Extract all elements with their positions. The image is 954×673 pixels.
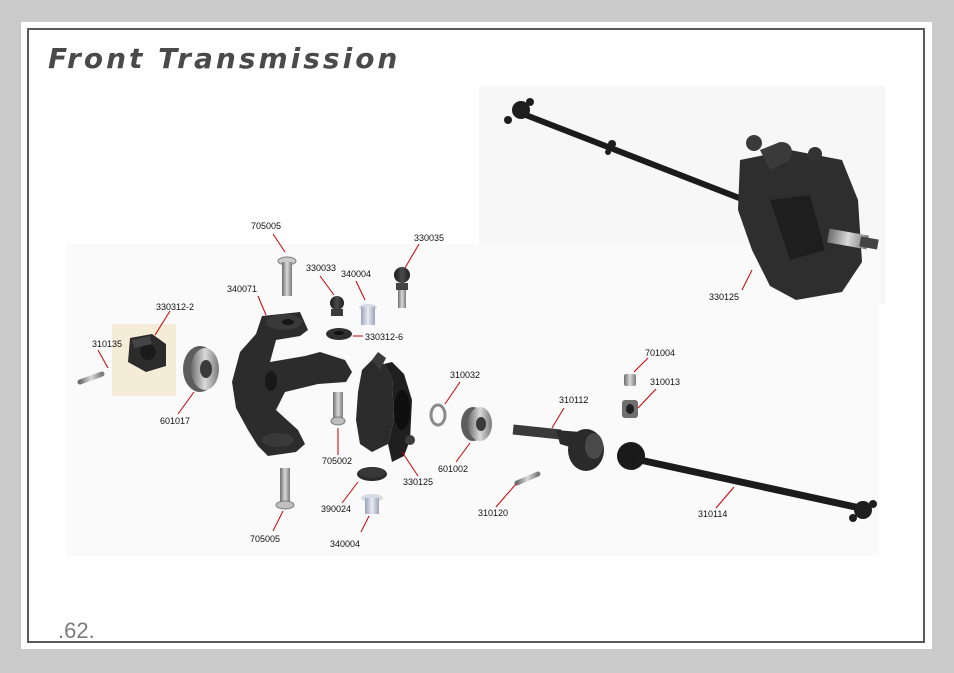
leader-310114 [715, 486, 735, 509]
leader-390024 [341, 481, 359, 504]
leader-310120 [495, 483, 517, 508]
leader-705005-bottom [272, 510, 284, 532]
leader-330125-top [741, 269, 753, 291]
part-label-310120: 310120 [478, 508, 508, 518]
leader-601017 [177, 391, 195, 415]
part-label-705005-top: 705005 [251, 221, 281, 231]
part-label-330125-top: 330125 [709, 292, 739, 302]
leader-330035 [404, 243, 420, 269]
part-label-340004-top: 340004 [341, 269, 371, 279]
axle-310112 [512, 424, 604, 471]
part-label-601017: 601017 [160, 416, 190, 426]
bearing-601017 [183, 346, 219, 392]
grub-screw-701004 [624, 374, 636, 386]
leader-330312-2 [154, 310, 171, 336]
shim-310032 [429, 403, 447, 427]
part-label-330312-2: 330312-2 [156, 302, 194, 312]
bushing-340004-bottom [361, 494, 383, 514]
part-label-340071: 340071 [227, 284, 257, 294]
part-label-330035: 330035 [414, 233, 444, 243]
page-title: Front Transmission [48, 42, 401, 75]
leader-705005-top [272, 233, 286, 253]
bushing-340004-top [359, 304, 377, 325]
part-label-310114: 310114 [698, 509, 727, 519]
part-label-310013: 310013 [650, 377, 680, 387]
exploded-view-panel [66, 244, 879, 556]
part-label-601002: 601002 [438, 464, 468, 474]
part-label-330125-mid: 330125 [403, 477, 433, 487]
leader-310032 [444, 381, 461, 405]
knuckle-330125 [356, 352, 415, 462]
assembled-steering-knuckle [738, 135, 879, 300]
part-label-310032: 310032 [450, 370, 480, 380]
part-label-330312-6: 330312-6 [365, 332, 403, 342]
driveshaft-310114 [617, 442, 877, 522]
ball-stud-330035 [394, 267, 410, 308]
part-label-310135: 310135 [92, 339, 122, 349]
assembled-driveshaft [504, 98, 773, 213]
bearing-601002 [461, 407, 492, 441]
leader-701004 [633, 357, 649, 373]
nut-330312-6 [326, 328, 352, 340]
part-label-705002: 705002 [322, 456, 352, 466]
hex-hub-330312-2 [128, 334, 166, 372]
screw-705002 [330, 392, 346, 426]
leader-340071 [257, 295, 267, 316]
leader-601002 [455, 442, 471, 463]
leader-310135 [97, 349, 109, 369]
washer-390024 [357, 467, 387, 481]
page-frame [27, 28, 925, 643]
leader-340004-top [355, 280, 366, 301]
screw-705005-top [277, 256, 297, 296]
part-label-310112: 310112 [559, 395, 588, 405]
screw-705005-bottom [275, 468, 295, 510]
part-label-701004: 701004 [645, 348, 675, 358]
part-label-390024: 390024 [321, 504, 351, 514]
c-hub-340071 [232, 312, 352, 456]
leader-330033 [319, 275, 335, 296]
part-label-705005-bottom: 705005 [250, 534, 280, 544]
part-label-330033: 330033 [306, 263, 336, 273]
part-label-340004-bottom: 340004 [330, 539, 360, 549]
pin-310135 [77, 371, 105, 385]
leader-310112 [551, 407, 565, 429]
leader-310013 [637, 388, 657, 409]
pin-310120 [514, 471, 541, 486]
leader-340004-bottom [360, 515, 370, 533]
coupler-310013 [622, 400, 638, 418]
page-number: .62. [58, 618, 95, 643]
ball-330033 [330, 296, 344, 316]
leader-330125-mid [401, 451, 419, 477]
